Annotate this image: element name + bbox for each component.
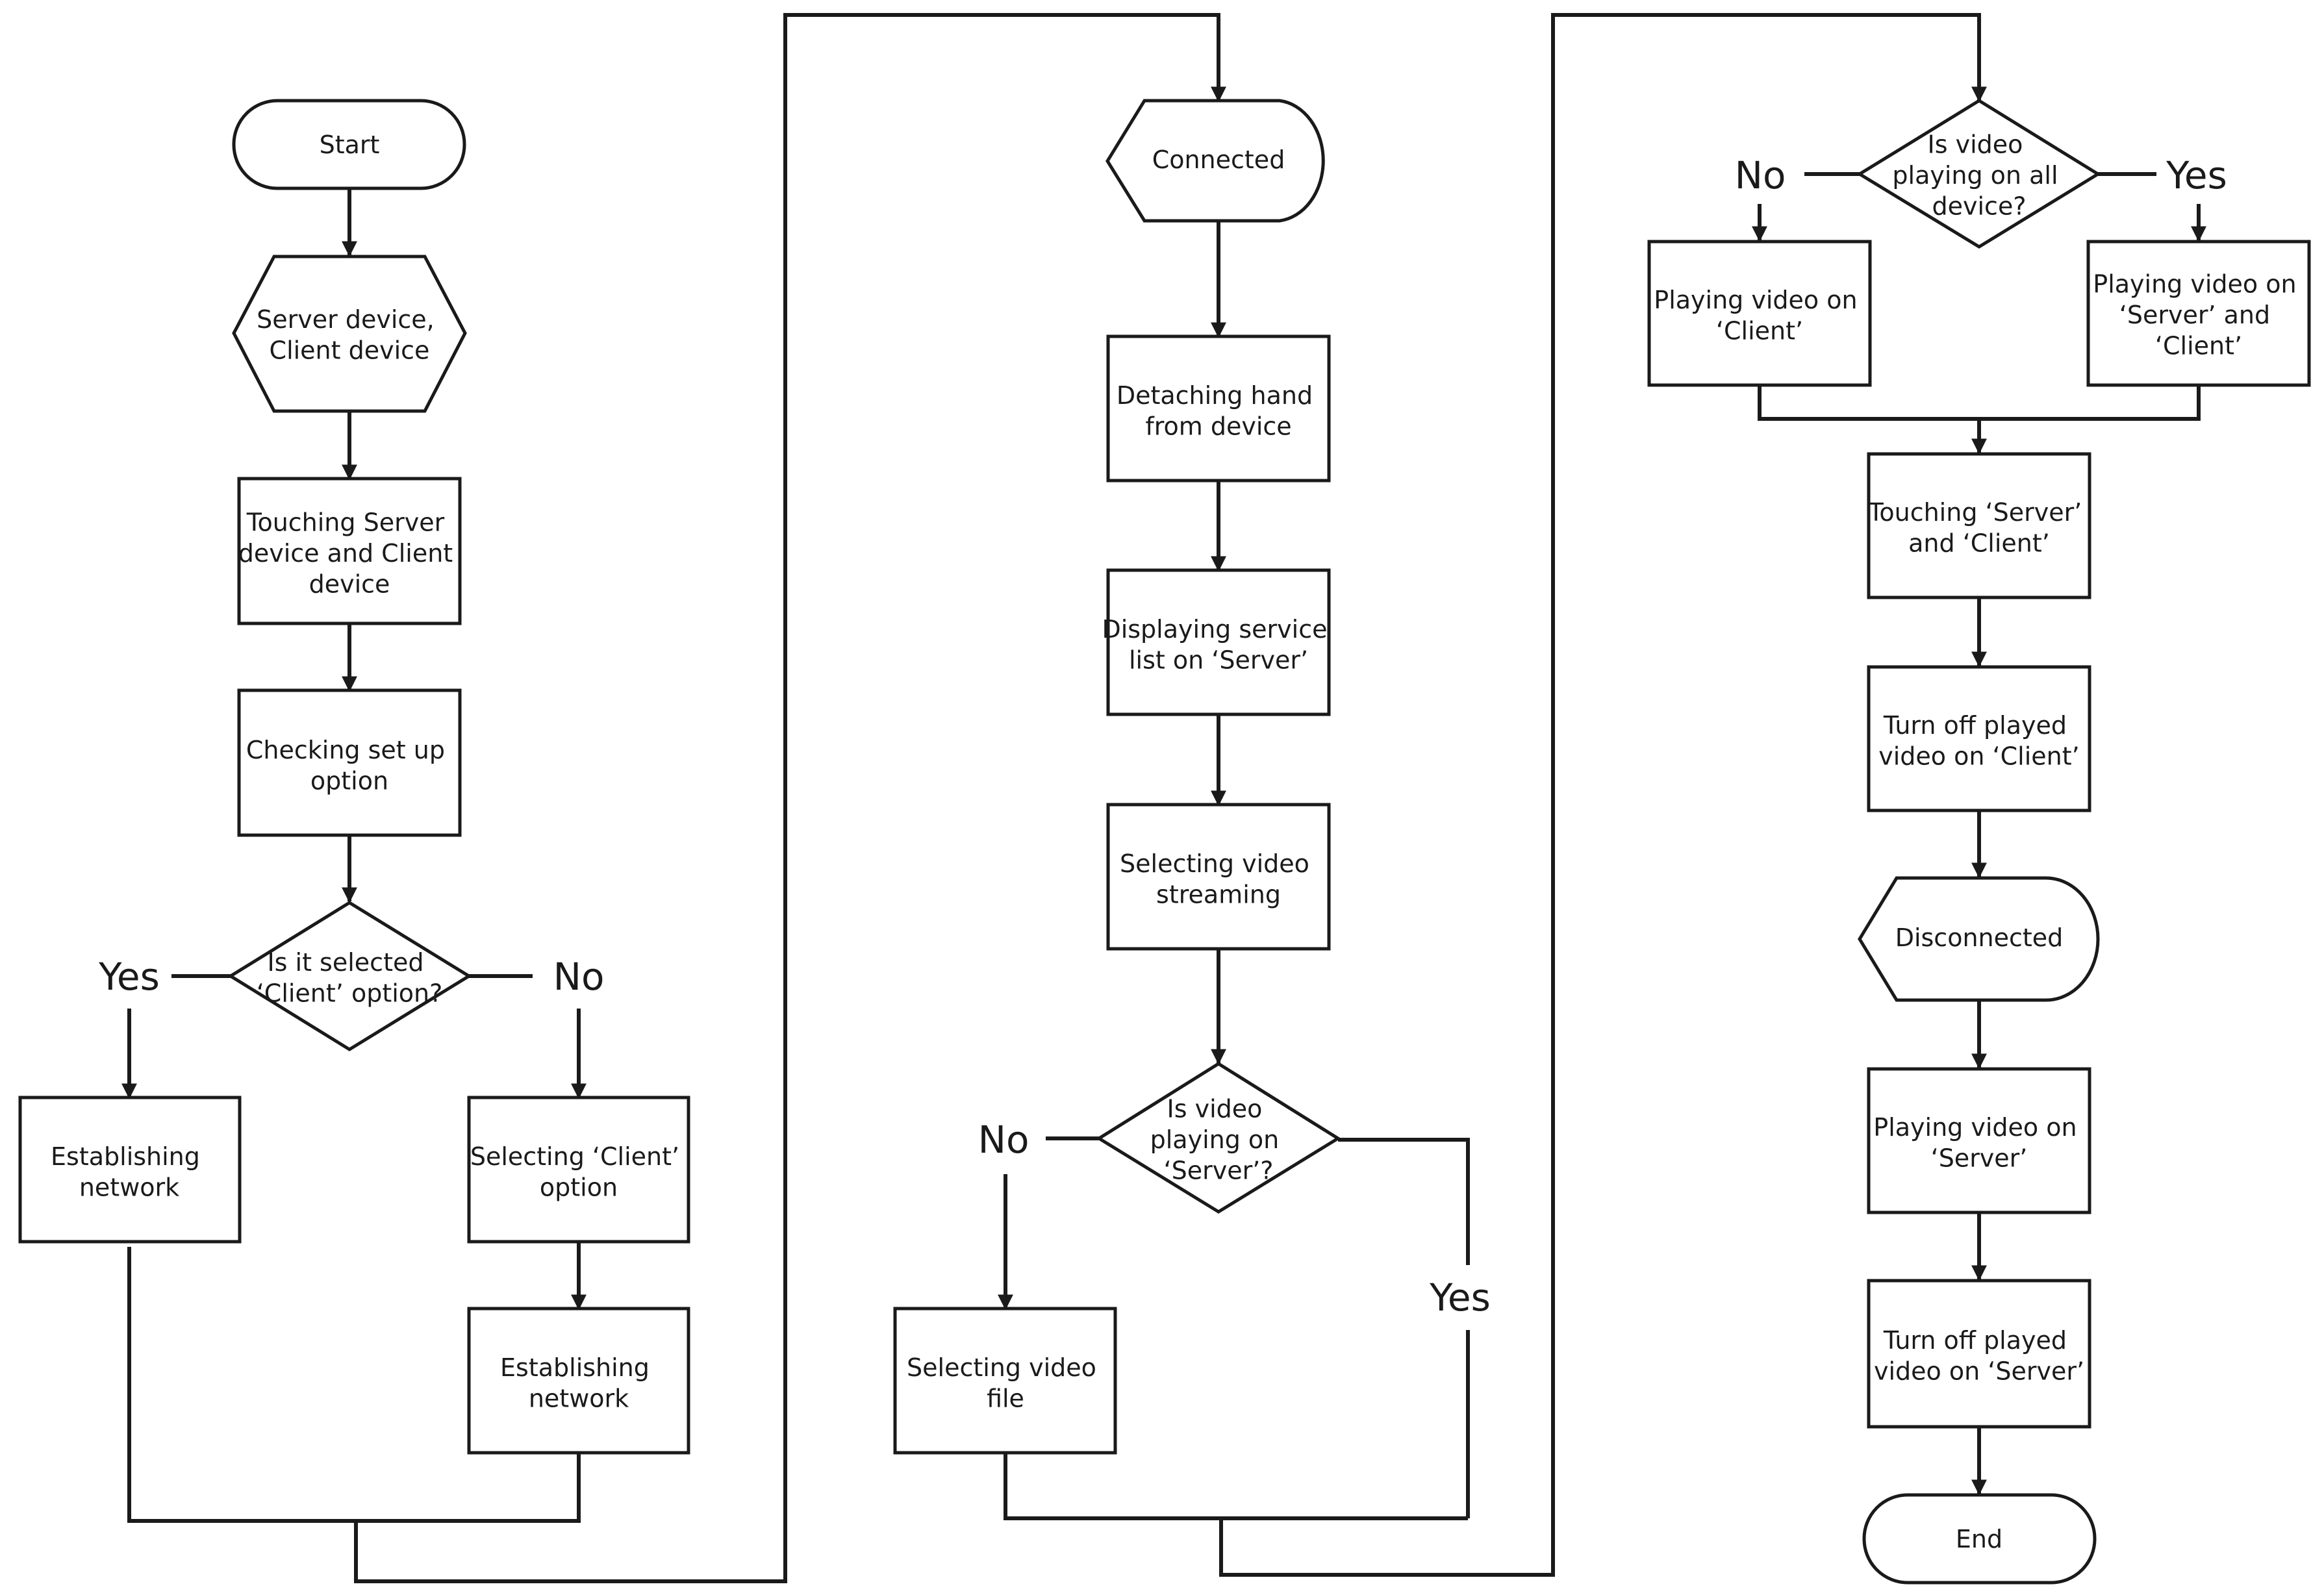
disconnected-label: Disconnected [1895, 923, 2064, 952]
decision-all-label: Is video playing on all device? [1892, 130, 2065, 220]
edge-to-column-3 [1219, 13, 1987, 1577]
establishing-right-label: Establishing network [500, 1353, 657, 1413]
end-terminator: End [1862, 1493, 2097, 1585]
decision-playing-server: Is video playing on ‘Server’? [1096, 1062, 1341, 1214]
detaching-label: Detaching hand from device [1117, 381, 1320, 441]
branch-label-yes-client: Yes [98, 955, 160, 999]
touching-server-client-process: Touching ‘Server’ and ‘Client’ [1867, 452, 2091, 599]
selecting-streaming-label: Selecting video streaming [1120, 849, 1317, 909]
selecting-file-label: Selecting video file [907, 1353, 1104, 1413]
branch-label-no-client: No [553, 955, 605, 999]
start-label: Start [320, 131, 380, 159]
detaching-process: Detaching hand from device [1106, 334, 1331, 483]
edge-merge-middle [1004, 1452, 1468, 1520]
nodes: Start Server device, Client device Touch… [18, 99, 2311, 1585]
playing-server-label: Playing video on ‘Server’ [1873, 1113, 2084, 1173]
selecting-file-process: Selecting video file [893, 1307, 1117, 1455]
selecting-client-option: Selecting ‘Client’ option [467, 1096, 690, 1244]
playing-client-process: Playing video on ‘Client’ [1647, 240, 1872, 387]
edge-decision-yes-2 [1338, 1138, 1470, 1265]
turnoff-server-process: Turn off played video on ‘Server’ [1867, 1279, 2091, 1429]
selecting-streaming-process: Selecting video streaming [1106, 803, 1331, 951]
establishing-network-right: Establishing network [467, 1307, 690, 1455]
touching-sc-label: Touching ‘Server’ and ‘Client’ [1868, 498, 2090, 558]
branch-label-no-server: No [978, 1118, 1029, 1162]
selecting-client-label: Selecting ‘Client’ option [470, 1142, 687, 1202]
devices-preparation: Server device, Client device [232, 255, 467, 413]
checking-label: Checking set up option [246, 736, 453, 796]
checking-process: Checking set up option [237, 688, 462, 837]
branch-label-yes-server: Yes [1429, 1275, 1491, 1320]
decision-server-label: Is video playing on ‘Server’? [1150, 1094, 1287, 1185]
connected-display: Connected [1105, 99, 1325, 223]
playing-server-client-label: Playing video on ‘Server’ and ‘Client’ [2093, 270, 2304, 360]
branch-label-yes-all: Yes [2166, 153, 2227, 197]
touching-label: Touching Server device and Client device [238, 508, 461, 598]
displaying-process: Displaying service list on ‘Server’ [1102, 568, 1335, 716]
establishing-left-label: Establishing network [51, 1142, 208, 1202]
edges [121, 13, 2206, 1583]
turnoff-server-label: Turn off played video on ‘Server’ [1874, 1326, 2084, 1386]
branch-labels: Yes No No Yes No Yes [98, 153, 2227, 1320]
turnoff-client-process: Turn off played video on ‘Client’ [1867, 665, 2091, 812]
decision-client-option: Is it selected ‘Client’ option? [227, 901, 472, 1051]
decision-playing-all: Is video playing on all device? [1856, 99, 2101, 249]
end-label: End [1956, 1525, 2002, 1553]
devices-label: Server device, Client device [257, 305, 442, 365]
turnoff-client-label: Turn off played video on ‘Client’ [1878, 711, 2079, 771]
edge-merge-right [1758, 385, 2201, 421]
start-terminator: Start [232, 99, 466, 190]
playing-server-client-process: Playing video on ‘Server’ and ‘Client’ [2086, 240, 2311, 387]
establishing-network-left: Establishing network [18, 1096, 242, 1244]
touching-process: Touching Server device and Client device [237, 477, 462, 625]
disconnected-display: Disconnected [1858, 876, 2100, 1002]
playing-client-label: Playing video on ‘Client’ [1654, 286, 1865, 345]
branch-label-no-all: No [1735, 153, 1786, 197]
decision-client-label: Is it selected ‘Client’ option? [257, 948, 443, 1008]
displaying-label: Displaying service list on ‘Server’ [1102, 615, 1335, 675]
playing-server-process: Playing video on ‘Server’ [1867, 1067, 2091, 1214]
edge-to-column-2 [354, 13, 1226, 1583]
connected-label: Connected [1152, 145, 1285, 174]
